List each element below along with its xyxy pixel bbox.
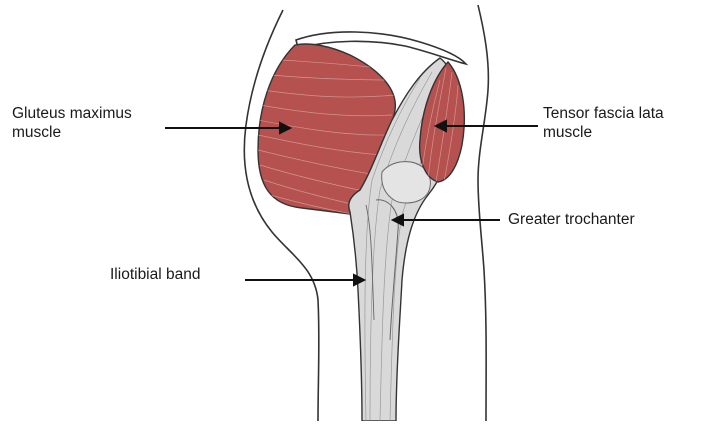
label-greater-trochanter: Greater trochanter bbox=[508, 210, 635, 229]
label-gluteus-line2: muscle bbox=[12, 123, 132, 142]
label-iliotibial-band: Iliotibial band bbox=[110, 265, 200, 284]
anterior-body-outline bbox=[478, 5, 488, 421]
label-gluteus-maximus: Gluteus maximus muscle bbox=[12, 104, 132, 142]
label-gluteus-line1: Gluteus maximus bbox=[12, 104, 132, 123]
label-tensor-line2: muscle bbox=[543, 123, 664, 142]
label-tensor-line1: Tensor fascia lata bbox=[543, 104, 664, 123]
label-tensor-fascia-lata: Tensor fascia lata muscle bbox=[543, 104, 664, 142]
